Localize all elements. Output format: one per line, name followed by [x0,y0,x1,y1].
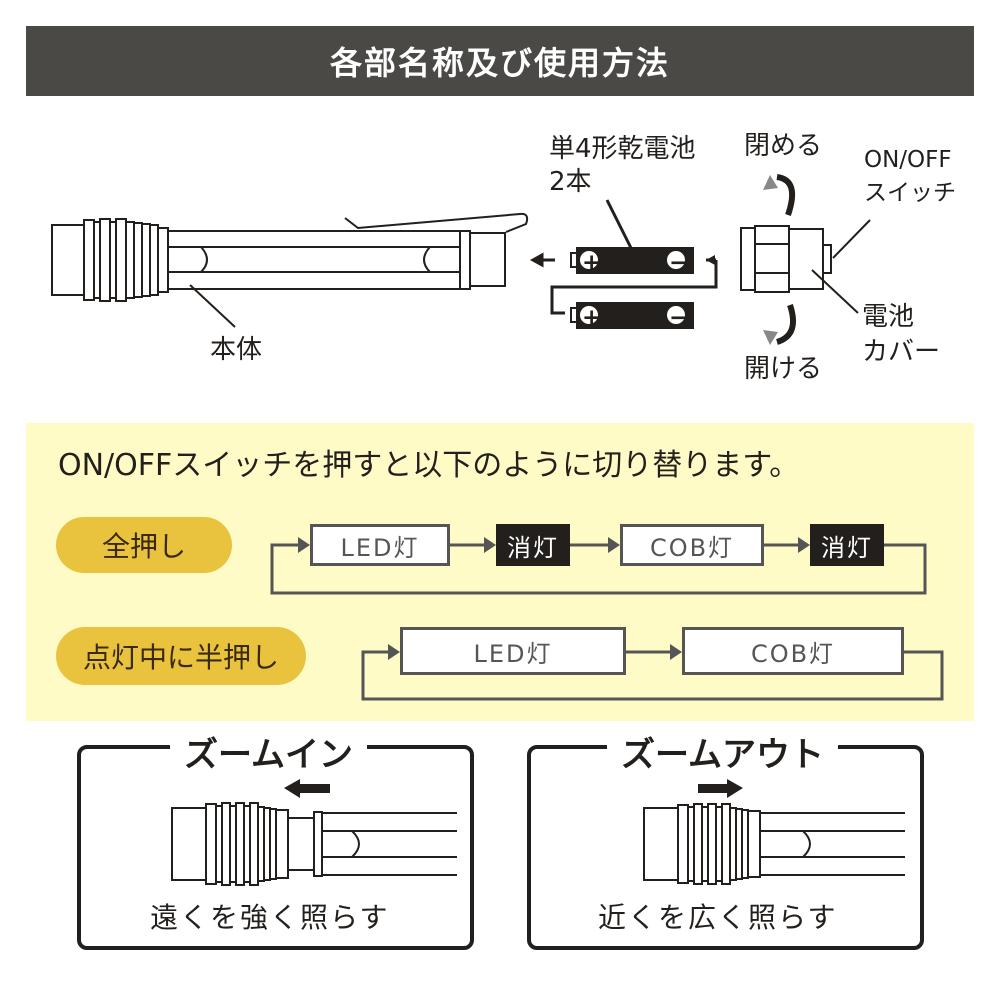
open-rotation-arrow-icon [775,304,796,345]
flashlight-body-illustration [51,212,529,328]
battery-plus-icon: + [582,250,602,276]
half-press-badge: 点灯中に半押し [56,627,306,685]
body-label: 本体 [210,335,263,365]
flow-arrow-icon [484,537,496,553]
switch-label-sub: スイッチ [864,180,956,206]
full-press-label: 全押し [101,530,186,563]
mode-step-cob: COB灯 [620,524,764,566]
cover-label-sub: カバー [862,337,941,367]
arrow-left-icon [284,779,330,798]
cover-label: 電池 [862,302,915,332]
zoom-in-title: ズームイン [170,727,367,776]
zoom-in-caption: 遠くを強く照らす [150,901,390,934]
battery-bottom [570,302,694,329]
battery-minus-icon: − [669,305,689,331]
battery-cover-illustration [740,174,871,345]
flow-arrow-icon [298,537,310,553]
close-rotation-arrow-icon [776,174,796,216]
half-press-label: 点灯中に半押し [82,641,279,674]
flow-arrow-icon [670,644,682,660]
mode-intro-text: ON/OFFスイッチを押すと以下のように切り替ります。 [58,448,800,483]
zoom-out-title: ズームアウト [607,727,838,776]
battery-illustration [529,199,718,329]
mode-step-led: LED灯 [310,524,450,566]
flow-arrow-icon [798,537,810,553]
flow-arrow-icon [608,537,620,553]
battery-top [570,247,694,274]
mode-step-off: 消灯 [810,524,884,566]
open-label: 開ける [744,354,823,384]
zoom-out-caption: 近くを広く照らす [598,901,838,934]
switch-label: ON/OFF [864,147,952,173]
battery-minus-icon: − [669,250,689,276]
arrow-right-icon [698,779,743,798]
battery-label: 単4形乾電池 [549,134,696,164]
page-header: 各部名称及び使用方法 [26,26,974,96]
half-step-cob: COB灯 [682,627,904,675]
battery-count-label: 2本 [549,167,592,197]
page-title: 各部名称及び使用方法 [329,44,670,82]
flow-arrow-icon [388,644,400,660]
close-label: 閉める [744,131,823,161]
mode-step-off: 消灯 [496,524,570,566]
full-press-badge: 全押し [56,517,232,573]
battery-plus-icon: + [582,305,602,331]
half-step-led: LED灯 [400,627,626,675]
